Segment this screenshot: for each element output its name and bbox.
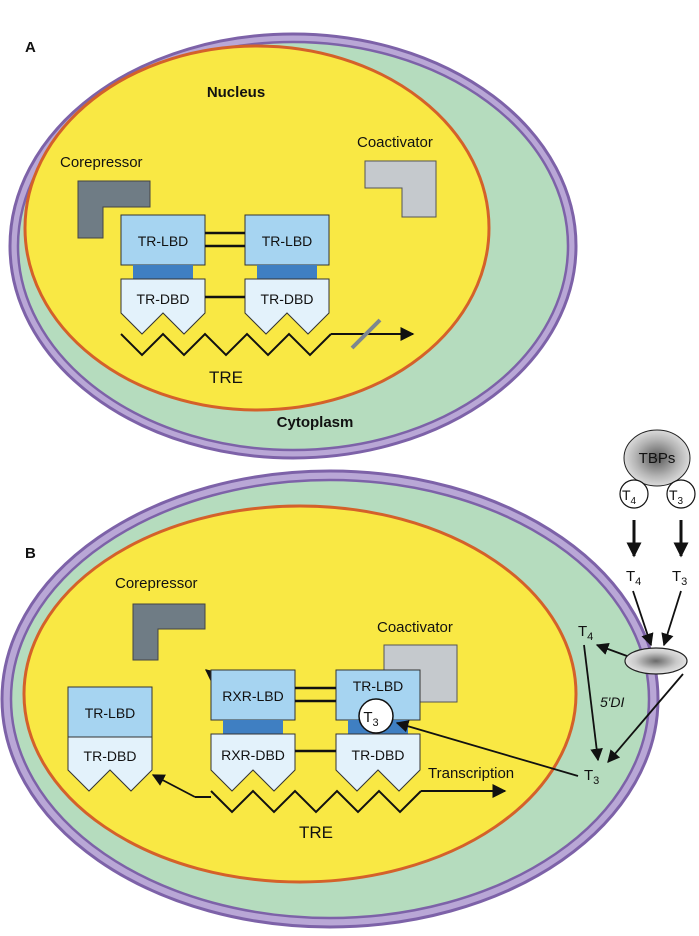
tr-dbd-right-box: [244, 278, 330, 335]
t4-bound-circle: [619, 479, 649, 509]
tr-lbd-left-box: [120, 214, 206, 266]
tr-lbd-label-b: TR-LBD: [353, 678, 404, 694]
nucleus-b: [22, 504, 578, 884]
tr-dbd-left-box: [120, 278, 206, 335]
tr-lbd-left-label: TR-LBD: [138, 233, 189, 249]
panel-b: B Corepressor Coactivator TR-LBD TR-DBD …: [0, 469, 688, 929]
coactivator-label-b: Coactivator: [377, 619, 453, 636]
tr-dbd-right-label: TR-DBD: [261, 291, 314, 307]
transcription-block-bar: [350, 318, 382, 350]
bound-t3-label: T3: [363, 709, 378, 729]
nucleus-label: Nucleus: [207, 84, 265, 101]
panel-a-label: A: [25, 39, 36, 56]
rxr-lbd-label: RXR-LBD: [222, 688, 283, 704]
transporter-to-t4-arrow: [595, 642, 628, 657]
transporter-to-t3-arrow: [607, 673, 684, 763]
deiodinase-label: 5′DI: [600, 694, 625, 710]
corepressor-shape-b: [132, 603, 206, 661]
tr-lbd-right-box: [244, 214, 330, 266]
rxr-hinge: [223, 720, 283, 734]
bound-t3-circle: [358, 698, 394, 734]
tre-dna-b: [210, 789, 422, 814]
hinge-left-a: [133, 265, 193, 279]
t3-to-nuclear-tr-arrow: [395, 720, 579, 777]
free-tr-dbd-label: TR-DBD: [84, 748, 137, 764]
tre-label-a: TRE: [209, 368, 243, 387]
tre-label-b: TRE: [299, 823, 333, 842]
free-tr-lbd-box: [67, 686, 153, 738]
tre-dna-a: [120, 332, 332, 357]
t3-bound-circle: [666, 479, 696, 509]
transcription-label: Transcription: [428, 765, 514, 782]
t3-entry-arrow: [661, 590, 682, 647]
t4-free-label: T4: [626, 568, 641, 588]
cytoplasm-label: Cytoplasm: [277, 414, 354, 431]
panel-b-label: B: [25, 545, 36, 562]
tbps-carrier: [623, 429, 691, 487]
tr-dbd-box-b: [335, 733, 421, 792]
coactivator-label-a: Coactivator: [357, 134, 433, 151]
tr-dbd-label-b: TR-DBD: [352, 747, 405, 763]
t3-inside-label: T3: [584, 767, 599, 787]
tr-lbd-right-label: TR-LBD: [262, 233, 313, 249]
membrane-transporter: [624, 647, 688, 675]
free-tr-dbd-box: [67, 736, 153, 792]
t3-bound-label: T3: [669, 487, 684, 507]
t4-entry-arrow: [632, 590, 654, 647]
t4-to-t3-conversion-arrow: [583, 644, 603, 762]
corepressor-label-a: Corepressor: [60, 154, 143, 171]
corepressor-shape-a: [77, 180, 151, 239]
t4-bound-label: T4: [622, 487, 637, 507]
rxr-dbd-box: [210, 733, 296, 792]
t4-inside-label: T4: [578, 623, 593, 643]
coactivator-shape-a: [364, 160, 437, 218]
rxr-dbd-label: RXR-DBD: [221, 747, 285, 763]
hinge-right-a: [257, 265, 317, 279]
serum-hormones: TBPs T4 T3 T4 T3: [619, 429, 696, 647]
free-tr-lbd-label: TR-LBD: [85, 705, 136, 721]
tr-dbd-left-label: TR-DBD: [137, 291, 190, 307]
t3-free-label: T3: [672, 568, 687, 588]
free-tr-release-arrow: [151, 774, 196, 798]
corepressor-label-b: Corepressor: [115, 575, 198, 592]
rxr-lbd-box: [210, 669, 296, 721]
tbps-label: TBPs: [639, 450, 676, 467]
panel-a: A Nucleus Cytoplasm Corepressor Coactiva…: [8, 32, 578, 460]
